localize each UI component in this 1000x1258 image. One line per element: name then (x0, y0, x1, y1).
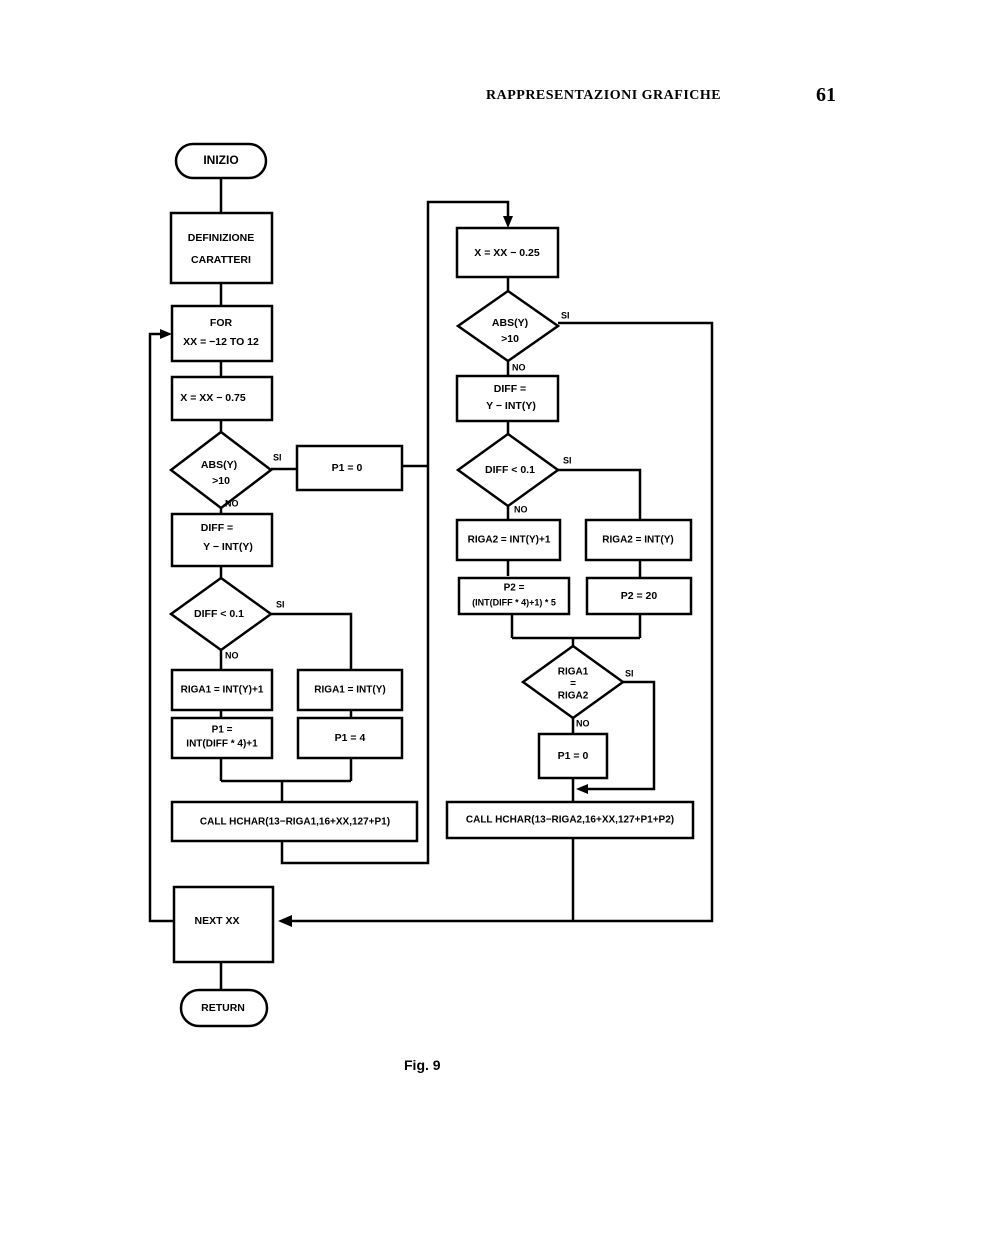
decision-riga-compare: RIGA1 = RIGA2 (520, 644, 626, 720)
svg-text:DIFF =: DIFF = (201, 522, 233, 534)
figure-caption: Fig. 9 (404, 1057, 441, 1073)
page-number: 61 (816, 84, 836, 106)
svg-text:RIGA2: RIGA2 (558, 691, 589, 702)
svg-text:ABS(Y): ABS(Y) (201, 459, 237, 471)
svg-text:RIGA1: RIGA1 (558, 667, 589, 678)
arrow-to-call2 (576, 784, 588, 794)
svg-text:CARATTERI: CARATTERI (191, 254, 251, 266)
svg-text:DIFF =: DIFF = (494, 383, 526, 395)
svg-text:=: = (570, 679, 576, 690)
arrow-to-for (160, 329, 172, 339)
svg-text:P2 =: P2 = (504, 583, 525, 594)
decision-abs1: ABS(Y) >10 (168, 430, 274, 510)
svg-text:X = XX − 0.75: X = XX − 0.75 (180, 392, 246, 404)
node-diff1: DIFF = Y − INT(Y) (170, 512, 274, 568)
svg-text:P2 = 20: P2 = 20 (621, 590, 658, 602)
node-p2-calc: P2 = (INT(DIFF * 4)+1) * 5 (457, 576, 571, 616)
connectors-right (290, 277, 714, 923)
svg-text:P1 =: P1 = (212, 725, 233, 736)
svg-text:Y − INT(Y): Y − INT(Y) (203, 541, 253, 553)
node-riga1-b: RIGA1 = INT(Y) (296, 668, 404, 712)
svg-text:RIGA1 = INT(Y): RIGA1 = INT(Y) (314, 685, 385, 696)
arrow-to-next (278, 915, 292, 927)
node-call2: CALL HCHAR(13−RIGA2,16+XX,127+P1+P2) (445, 800, 695, 840)
node-p1-zero: P1 = 0 (295, 444, 404, 492)
svg-text:>10: >10 (501, 333, 519, 345)
decision-diff1: DIFF < 0.1 (168, 576, 274, 652)
node-call1: CALL HCHAR(13−RIGA1,16+XX,127+P1) (170, 800, 419, 843)
svg-text:INT(DIFF * 4)+1: INT(DIFF * 4)+1 (186, 739, 258, 750)
label-si-diff2: SI (563, 455, 572, 465)
node-riga1-a: RIGA1 = INT(Y)+1 (170, 668, 274, 712)
svg-text:FOR: FOR (210, 317, 233, 329)
running-header: RAPPRESENTAZIONI GRAFICHE (486, 88, 722, 103)
svg-text:P1 = 4: P1 = 4 (335, 732, 366, 744)
label-si-abs1: SI (273, 452, 282, 462)
svg-text:RIGA2 = INT(Y)+1: RIGA2 = INT(Y)+1 (468, 535, 551, 546)
svg-text:DEFINIZIONE: DEFINIZIONE (188, 232, 255, 244)
node-for: FOR XX = −12 TO 12 (170, 304, 274, 363)
svg-text:NEXT XX: NEXT XX (195, 915, 240, 927)
node-next: NEXT XX (172, 885, 275, 964)
svg-text:>10: >10 (212, 475, 230, 487)
node-riga2-a: RIGA2 = INT(Y)+1 (455, 518, 562, 562)
decision-abs2: ABS(Y) >10 (455, 289, 561, 363)
svg-text:Y − INT(Y): Y − INT(Y) (486, 400, 536, 412)
svg-text:RIGA2 = INT(Y): RIGA2 = INT(Y) (602, 535, 673, 546)
node-p1-calc: P1 = INT(DIFF * 4)+1 (170, 716, 274, 760)
node-return: RETURN (179, 988, 269, 1028)
node-p1-zero-b: P1 = 0 (537, 732, 609, 780)
node-x2: X = XX − 0.25 (455, 226, 560, 279)
svg-text:DIFF < 0.1: DIFF < 0.1 (194, 608, 244, 620)
label-no-abs2: NO (512, 362, 526, 372)
svg-text:P1 = 0: P1 = 0 (332, 462, 363, 474)
label-no-diff2: NO (514, 504, 528, 514)
svg-text:RETURN: RETURN (201, 1002, 245, 1014)
svg-text:CALL HCHAR(13−RIGA1,16+XX,127+: CALL HCHAR(13−RIGA1,16+XX,127+P1) (200, 817, 390, 828)
svg-text:X = XX − 0.25: X = XX − 0.25 (474, 247, 540, 259)
node-diff2: DIFF = Y − INT(Y) (455, 374, 560, 423)
svg-text:(INT(DIFF * 4)+1) * 5: (INT(DIFF * 4)+1) * 5 (472, 597, 556, 607)
node-p2-twenty: P2 = 20 (585, 576, 693, 616)
connectors-left (148, 178, 510, 990)
svg-text:ABS(Y): ABS(Y) (492, 317, 528, 329)
svg-text:P1 = 0: P1 = 0 (558, 750, 589, 762)
node-p1-four: P1 = 4 (296, 716, 404, 760)
label-no-compare: NO (576, 718, 590, 728)
svg-text:INIZIO: INIZIO (203, 153, 238, 167)
label-si-abs2: SI (561, 310, 570, 320)
svg-text:DIFF < 0.1: DIFF < 0.1 (485, 464, 535, 476)
node-definizione: DEFINIZIONE CARATTERI (169, 211, 274, 285)
svg-text:XX = −12 TO 12: XX = −12 TO 12 (183, 336, 259, 348)
decision-diff2: DIFF < 0.1 (455, 432, 561, 508)
label-no-diff1: NO (225, 650, 239, 660)
svg-text:CALL HCHAR(13−RIGA2,16+XX,127+: CALL HCHAR(13−RIGA2,16+XX,127+P1+P2) (466, 815, 674, 826)
node-x1: X = XX − 0.75 (170, 375, 274, 422)
node-riga2-b: RIGA2 = INT(Y) (584, 518, 693, 562)
label-no-abs1: NO (225, 498, 239, 508)
label-si-diff1: SI (276, 599, 285, 609)
svg-text:RIGA1 = INT(Y)+1: RIGA1 = INT(Y)+1 (181, 685, 264, 696)
label-si-compare: SI (625, 668, 634, 678)
arrow-to-x2 (503, 216, 513, 228)
node-start: INIZIO (174, 142, 268, 180)
